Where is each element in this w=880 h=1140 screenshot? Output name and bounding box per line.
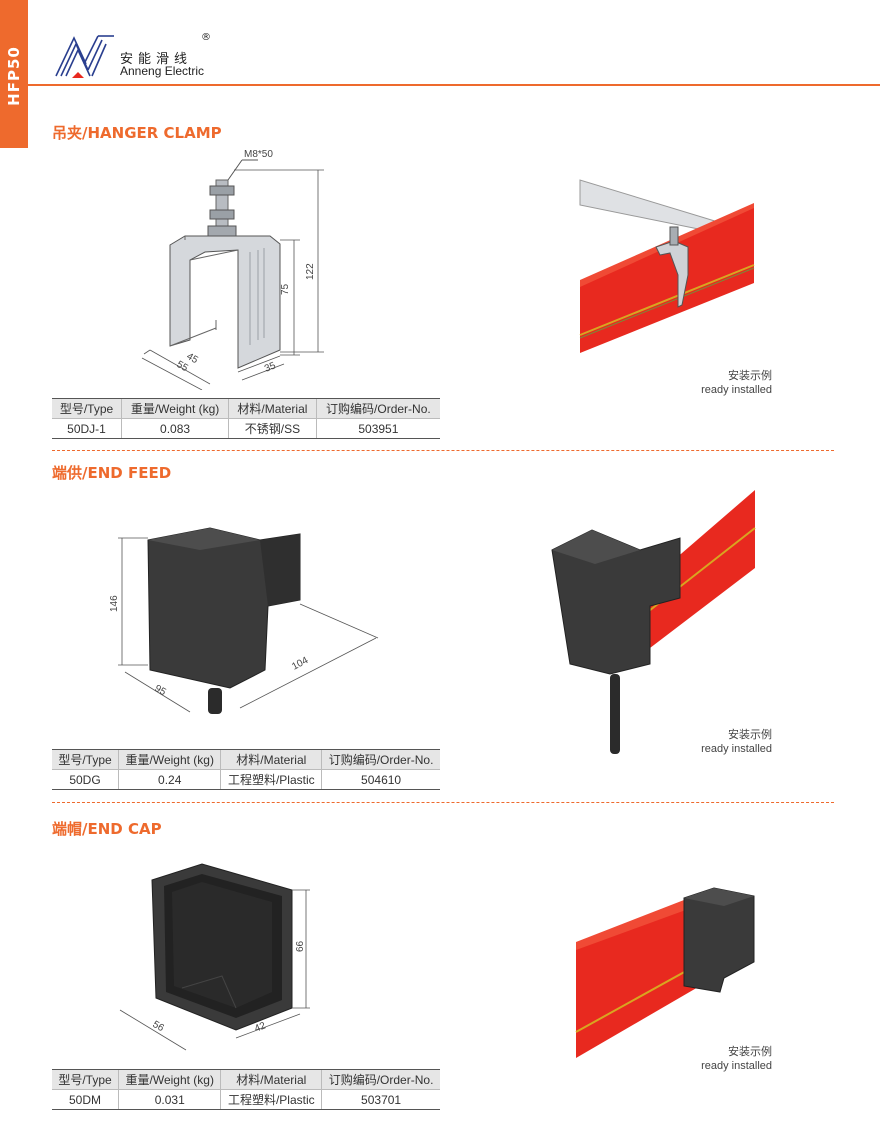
brand-name-en: Anneng Electric <box>120 64 205 78</box>
end-feed-installed-image <box>551 490 756 754</box>
header-weight: 重量/Weight (kg) <box>121 398 229 419</box>
header-material: 材料/Material <box>220 749 322 770</box>
end-cap-drawing: 66 56 42 <box>119 863 310 1051</box>
dim-height-total: 122 <box>305 263 316 280</box>
install-caption-3: 安装示例 ready installed <box>680 1045 772 1073</box>
end-cap-installed-image <box>575 887 755 1058</box>
cell-order: 503701 <box>321 1089 440 1110</box>
hanger-clamp-drawing: M8*50 75 122 45 55 35 <box>141 149 324 390</box>
hanger-clamp-installed-image <box>579 179 755 353</box>
header-divider <box>28 84 880 86</box>
dim-bolt: M8*50 <box>244 149 273 160</box>
section-divider <box>52 450 834 451</box>
cell-order: 503951 <box>315 418 440 439</box>
section-title-end-feed: 端供/END FEED <box>52 464 172 482</box>
table-header-row: 型号/Type 重量/Weight (kg) 材料/Material 订购编码/… <box>52 749 440 770</box>
install-caption-en: ready installed <box>701 1060 772 1072</box>
install-caption-en: ready installed <box>701 743 772 755</box>
registered-mark: ® <box>201 32 211 43</box>
header-type: 型号/Type <box>52 1069 119 1090</box>
dim-width: 55 <box>175 359 191 374</box>
table-row: 50DM 0.031 工程塑料/Plastic 503701 <box>52 1089 440 1110</box>
install-caption-1: 安装示例 ready installed <box>680 369 772 397</box>
install-caption-en: ready installed <box>701 384 772 396</box>
spec-table-hanger-clamp: 型号/Type 重量/Weight (kg) 材料/Material 订购编码/… <box>52 398 440 439</box>
dim-height-inner: 75 <box>280 283 291 295</box>
dim-width: 95 <box>153 683 169 698</box>
cell-type: 50DM <box>52 1089 119 1110</box>
dim-width: 56 <box>151 1019 167 1034</box>
header-order: 订购编码/Order-No. <box>315 398 440 419</box>
header-type: 型号/Type <box>52 398 122 419</box>
dim-depth: 42 <box>253 1020 268 1035</box>
side-tab-label: HFP50 <box>5 46 23 106</box>
end-feed-drawing: 146 95 104 <box>109 527 379 714</box>
install-caption-cn: 安装示例 <box>728 370 772 382</box>
brand-logo <box>55 35 114 78</box>
header-weight: 重量/Weight (kg) <box>117 749 221 770</box>
cell-type: 50DJ-1 <box>52 418 122 439</box>
install-caption-2: 安装示例 ready installed <box>680 728 772 756</box>
brand-name-cn: 安能滑线 <box>120 52 193 67</box>
table-row: 50DG 0.24 工程塑料/Plastic 504610 <box>52 769 440 790</box>
header-order: 订购编码/Order-No. <box>321 749 440 770</box>
dim-foot: 35 <box>263 360 278 375</box>
header-order: 订购编码/Order-No. <box>321 1069 440 1090</box>
dim-height: 66 <box>295 940 306 952</box>
spec-table-end-cap: 型号/Type 重量/Weight (kg) 材料/Material 订购编码/… <box>52 1069 440 1110</box>
cell-order: 504610 <box>321 769 440 790</box>
table-row: 50DJ-1 0.083 不锈钢/SS 503951 <box>52 418 440 439</box>
install-caption-cn: 安装示例 <box>728 1046 772 1058</box>
cell-weight: 0.031 <box>117 1089 221 1110</box>
cell-material: 不锈钢/SS <box>228 418 317 439</box>
dim-height: 146 <box>109 595 120 612</box>
dim-depth: 45 <box>185 351 201 366</box>
cell-material: 工程塑料/Plastic <box>220 769 322 790</box>
install-caption-cn: 安装示例 <box>728 729 772 741</box>
dim-length: 104 <box>290 655 310 673</box>
side-tab: HFP50 <box>0 0 28 148</box>
table-header-row: 型号/Type 重量/Weight (kg) 材料/Material 订购编码/… <box>52 1069 440 1090</box>
cell-material: 工程塑料/Plastic <box>220 1089 322 1110</box>
header-material: 材料/Material <box>228 398 317 419</box>
table-header-row: 型号/Type 重量/Weight (kg) 材料/Material 订购编码/… <box>52 398 440 419</box>
section-divider <box>52 802 834 803</box>
spec-table-end-feed: 型号/Type 重量/Weight (kg) 材料/Material 订购编码/… <box>52 749 440 790</box>
cell-type: 50DG <box>52 769 119 790</box>
cell-weight: 0.24 <box>117 769 221 790</box>
cell-weight: 0.083 <box>121 418 229 439</box>
header-material: 材料/Material <box>220 1069 322 1090</box>
section-title-hanger-clamp: 吊夹/HANGER CLAMP <box>52 124 222 142</box>
header-type: 型号/Type <box>52 749 119 770</box>
section-title-end-cap: 端帽/END CAP <box>52 820 162 838</box>
header-weight: 重量/Weight (kg) <box>117 1069 221 1090</box>
